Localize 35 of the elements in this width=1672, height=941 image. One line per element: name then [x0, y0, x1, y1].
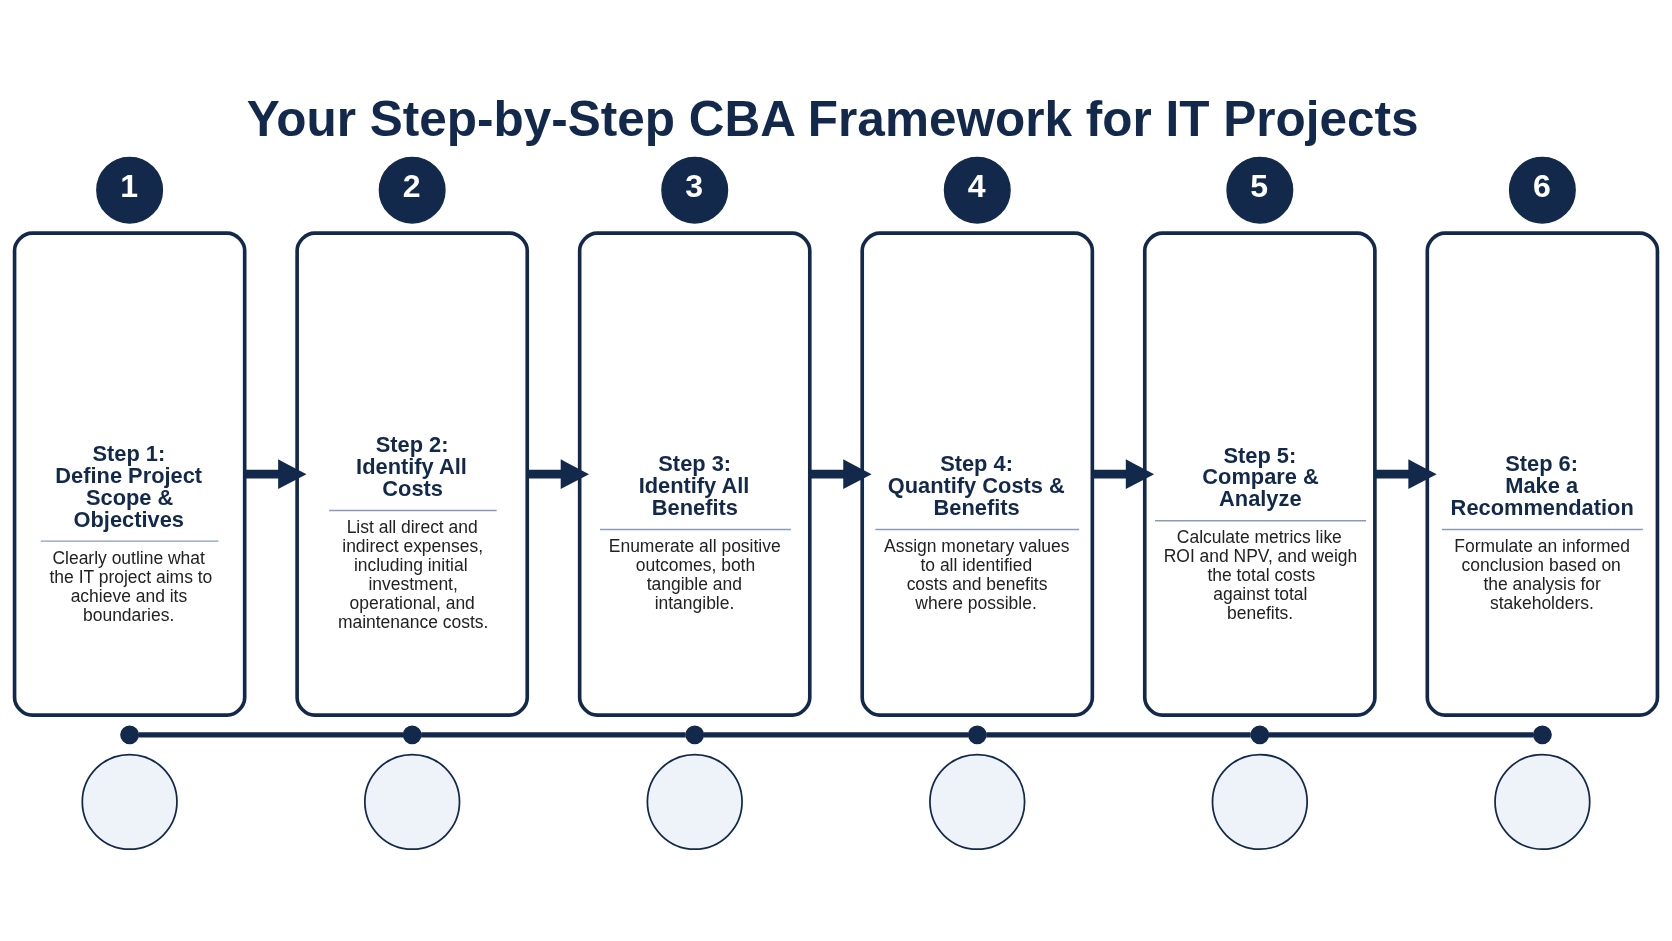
node-circle	[929, 753, 1026, 851]
node-circle: 5	[1226, 156, 1294, 224]
diagram-title: Your Step-by-Step CBA Framework for IT Projects	[246, 90, 1419, 146]
node-circle	[646, 753, 743, 851]
connector	[421, 732, 686, 738]
arrow	[1092, 459, 1155, 490]
connector	[986, 732, 1251, 738]
node-circle	[363, 753, 461, 851]
node-circle	[967, 725, 987, 745]
node-circle	[402, 725, 422, 745]
node-circle: 4	[943, 156, 1011, 224]
connector	[703, 732, 969, 738]
node-circle	[1494, 753, 1591, 851]
node-box: Step 5: Compare & Analyze Calculate metrics like ROI and NPV, and weigh the total costs against total benefits.	[1142, 231, 1377, 717]
connector	[138, 732, 404, 738]
node-circle: 3	[661, 156, 729, 224]
connector	[1268, 732, 1534, 738]
node-circle	[120, 725, 140, 745]
node-circle	[1250, 725, 1270, 745]
node-circle	[1532, 725, 1552, 745]
arrow	[244, 459, 307, 490]
node-circle: 1	[96, 156, 164, 224]
node-box: Step 6: Make a Recommendation Formulate an informed conclusion based on the analysis for stakeholders.	[1425, 231, 1660, 717]
arrow	[527, 459, 590, 490]
node-box: Step 2: Identify All Costs List all direct and indirect expenses, including initial investment, operational, and maintenance costs.	[295, 231, 530, 717]
node-circle	[81, 753, 178, 851]
arrow	[1375, 459, 1437, 490]
arrow	[809, 459, 872, 490]
node-circle	[1211, 753, 1309, 851]
node-circle: 6	[1508, 156, 1576, 224]
node-box: Step 1: Define Project Scope & Objectives Clearly outline what the IT project aims to achieve and its boundaries.	[12, 231, 247, 717]
node-circle: 2	[378, 156, 446, 224]
node-box: Step 3: Identify All Benefits Enumerate all positive outcomes, both tangible and intangible.	[577, 231, 812, 717]
node-circle	[685, 725, 705, 745]
node-box: Step 4: Quantify Costs & Benefits Assign monetary values to all identified costs and benefits where possible.	[860, 231, 1095, 717]
